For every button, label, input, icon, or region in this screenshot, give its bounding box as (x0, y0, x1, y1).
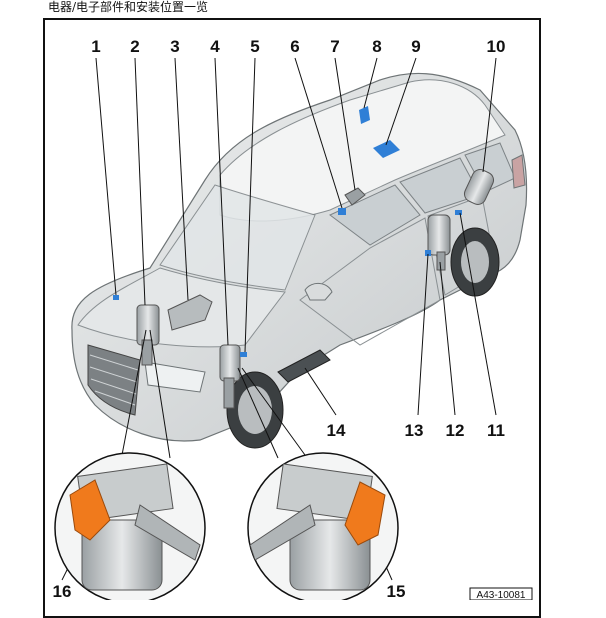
rear-wheel-rim (461, 241, 489, 283)
reference-code: A43-10081 (477, 590, 526, 600)
leader-1 (96, 58, 116, 295)
callout-15: 15 (387, 582, 406, 600)
callout-8: 8 (372, 37, 381, 56)
callout-11: 11 (487, 421, 505, 440)
detail-left (55, 453, 205, 600)
leader-14 (305, 368, 336, 415)
callout-10: 10 (487, 37, 506, 56)
leader-2 (135, 58, 145, 305)
reference-code-box: A43-10081 (470, 588, 532, 600)
callout-5: 5 (250, 37, 259, 56)
vehicle-component-diagram: 1 2 3 4 5 6 7 8 9 10 11 12 13 14 15 16 A… (0, 0, 606, 600)
callout-1: 1 (91, 37, 100, 56)
component-6-unit (338, 208, 346, 215)
component-1-sensor (113, 295, 119, 300)
callout-14: 14 (327, 421, 346, 440)
car-body (72, 73, 527, 448)
callout-7: 7 (330, 37, 339, 56)
callout-4: 4 (210, 37, 220, 56)
callout-9: 9 (411, 37, 420, 56)
callout-12: 12 (446, 421, 465, 440)
front-wheel-rim (238, 386, 272, 434)
callout-3: 3 (170, 37, 179, 56)
callout-6: 6 (290, 37, 299, 56)
component-11-sensor (455, 210, 462, 215)
callout-16: 16 (53, 582, 72, 600)
detail-right (248, 453, 398, 600)
callout-2: 2 (130, 37, 139, 56)
callout-13: 13 (405, 421, 424, 440)
component-5-sensor (240, 352, 247, 357)
